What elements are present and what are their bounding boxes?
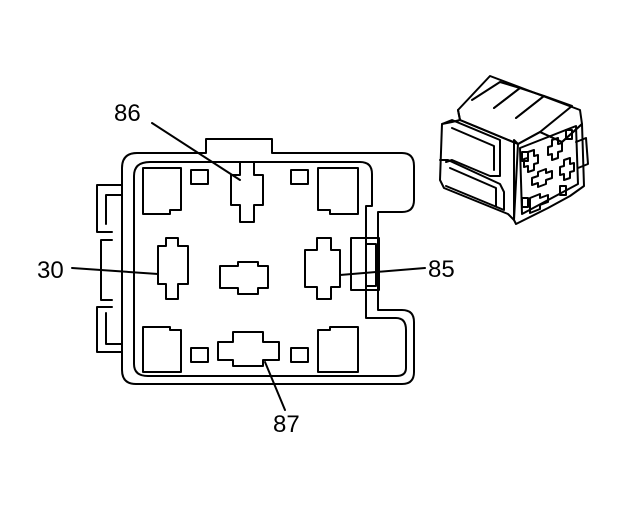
connector-isometric-view [439,75,589,225]
terminal-86 [230,161,264,223]
iso-cavity-2 [565,129,573,140]
cavity-bottom-left [142,326,182,373]
iso-cavity-4 [559,185,567,196]
iso-left-side [439,109,519,221]
left-latch-lower-inner [105,312,122,345]
terminal-87 [217,331,280,367]
cavity-bottom-right [317,326,359,373]
connector-face [96,138,415,385]
iso-terminal-1 [523,149,539,173]
key-bottom-left [190,347,209,363]
terminal-center [219,261,269,295]
pin-callouts: 86 30 85 87 [37,100,455,438]
iso-right-tab [575,137,589,169]
iso-front-face-inner [519,125,579,215]
iso-terminal-2 [547,137,563,161]
leader-line-86 [151,122,241,181]
key-bottom-right [290,347,309,363]
iso-left-clip-upper [441,119,501,177]
right-tab-outer [350,237,380,291]
connector-body-inner [133,161,407,377]
iso-left-clip-lower [439,159,505,211]
iso-terminal-3 [531,168,553,188]
right-tab-inner [365,243,377,287]
left-latch-upper [96,184,122,233]
leader-line-85 [339,267,426,276]
cavity-top-left [142,167,182,215]
cavity-top-right [317,167,359,215]
iso-terminal-4 [559,157,575,181]
leader-line-87 [264,361,286,411]
label-pin-87: 87 [273,411,300,438]
label-pin-86: 86 [114,100,141,127]
iso-cavity-1 [521,151,529,162]
iso-left-clip-upper-inner [451,127,495,171]
key-top-right [290,169,309,185]
iso-top-ridge-1 [471,81,521,109]
iso-top-surface [457,75,583,145]
left-latch-upper-inner [105,194,122,225]
iso-terminal-5 [529,193,549,214]
iso-left-clip-lower-inner [449,167,497,207]
iso-cavity-3 [521,197,529,208]
left-latch-lower [96,306,122,353]
connector-body-outline [121,138,415,385]
leader-line-30 [71,267,159,275]
iso-top-ridge-3 [515,95,573,133]
terminal-30 [157,237,189,300]
terminal-85 [304,237,341,300]
iso-front-face [513,123,585,225]
label-pin-85: 85 [428,256,455,283]
label-pin-30: 30 [37,257,64,284]
key-top-left [190,169,209,185]
